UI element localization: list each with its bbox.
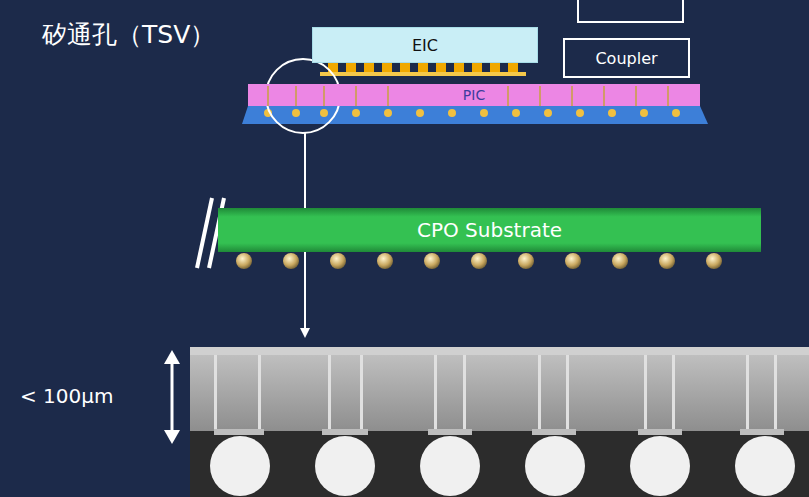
chip-box: EIC: [312, 27, 538, 63]
node-label: PIC: [463, 87, 485, 103]
coupler-box: Coupler: [563, 38, 690, 78]
substrate-band: CPO Substrate: [218, 208, 761, 252]
node-label: Coupler: [595, 49, 657, 68]
dimension-label: < 100μm: [20, 384, 114, 408]
node-label: CPO Substrate: [417, 218, 562, 242]
title: 矽通孔（TSV）: [42, 18, 215, 51]
chip-layer: PIC: [248, 84, 700, 106]
node-label: EIC: [412, 36, 438, 55]
